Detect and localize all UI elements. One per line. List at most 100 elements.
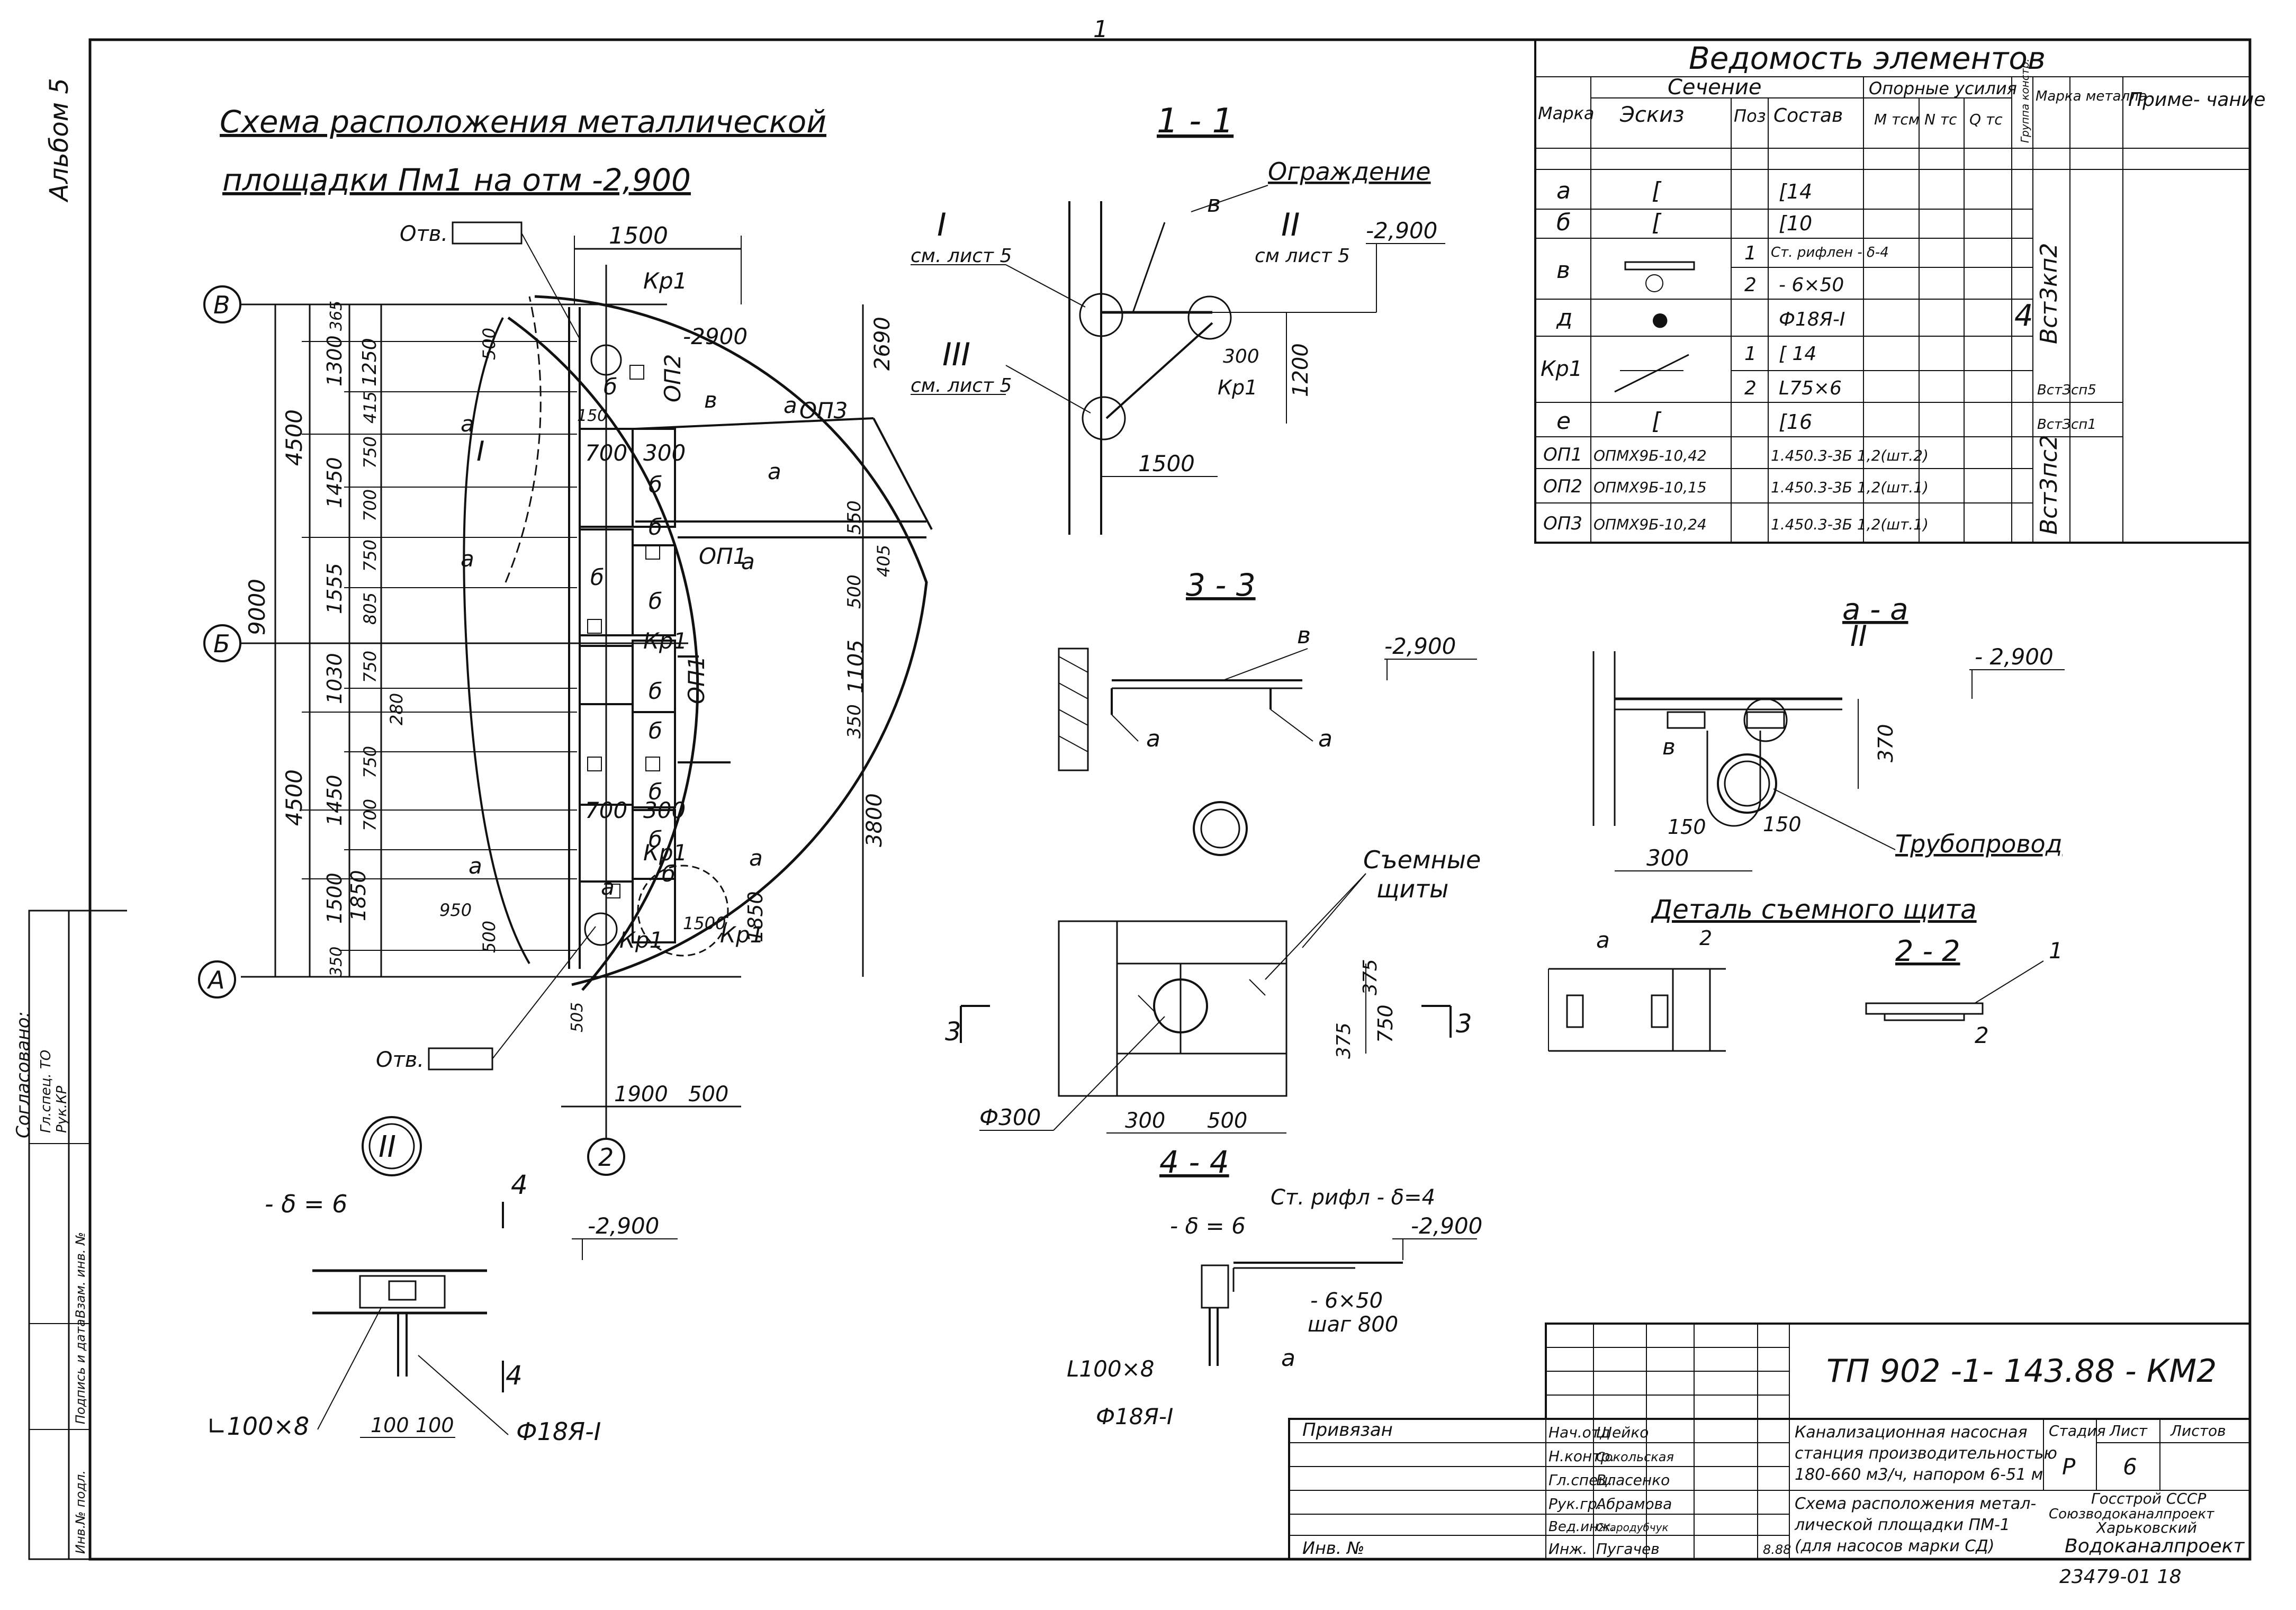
th-composition: Состав: [1773, 105, 1843, 127]
section-33-title: 3 - 3: [1186, 567, 1256, 603]
dim-1500: 1500: [323, 873, 346, 924]
row-b-sketch: [: [1652, 209, 1662, 236]
row-e-comp: [16: [1779, 410, 1812, 434]
album-label: Альбом 5: [44, 78, 74, 203]
axis-bubble-a: А: [198, 960, 236, 999]
section-11-mark-kr1: Кр1: [1218, 376, 1257, 399]
right-dim-500: 500: [844, 574, 865, 609]
dim-9000: 9000: [244, 579, 270, 635]
plan-mark-a2: а: [601, 874, 615, 900]
removable-panels: Съемные щиты 375 375 750 300 500 Ф300 3 …: [945, 846, 1481, 1134]
panels-cut-right: 3: [1456, 1009, 1472, 1039]
section-aa-dim-370: 370: [1874, 724, 1897, 762]
role-1: Нач.отд: [1548, 1424, 1610, 1441]
plan-mark-a-cut4: а: [741, 548, 755, 574]
section-aa-dim-150b: 150: [1763, 813, 1802, 836]
dim-750-b: 750: [360, 539, 380, 572]
sheet-frame: [88, 38, 2252, 1561]
th-section: Сечение: [1668, 75, 1762, 100]
plan-mark-2900: -2900: [683, 323, 748, 349]
dim-1300: 1300: [323, 335, 346, 386]
name-5: Стародубчук: [1596, 1521, 1669, 1534]
row-kr1-pos1: 1: [1744, 343, 1757, 365]
axis-label-a: А: [206, 966, 224, 994]
plan-mark-b1: б: [604, 374, 617, 400]
row-b-mark: б: [1556, 209, 1571, 236]
dim-1450-a: 1450: [323, 457, 346, 508]
section-33-mark-a1: а: [1146, 725, 1160, 752]
dim-950: 950: [439, 900, 472, 920]
row-op3-comp: 1.450.3-3Б 1,2(шт.1): [1771, 516, 1929, 533]
row-a-comp: [14: [1779, 180, 1812, 203]
row-kr1-pos2: 2: [1744, 377, 1757, 399]
table-steel-1: Вст3кп2: [2036, 243, 2063, 344]
th-f3: Q тс: [1969, 111, 2003, 128]
plan-mark-800b: 700: [585, 797, 627, 823]
section-4-4: 4 - 4 Ст. рифл - δ=4 - δ = 6 -2,900 - 6×…: [1067, 1144, 1482, 1429]
plan-mark-a-cut5: а: [749, 845, 763, 871]
row-op1-sketch: ОПМХ9Б-10,42: [1593, 447, 1707, 464]
row-v-comp2: - 6×50: [1779, 274, 1844, 296]
row-d-mark: д: [1556, 304, 1572, 331]
detail-mark-2: 2: [1699, 927, 1712, 950]
right-dim-350: 350: [844, 704, 865, 739]
table-group-value: 4: [2014, 299, 2033, 333]
otv-label-bottom: Отв.: [376, 1048, 424, 1072]
th-f1: М тсм: [1874, 111, 1920, 128]
node-II-ref: II: [379, 1130, 396, 1164]
row-e-mark: е: [1556, 408, 1571, 435]
plan-mark-b9: б: [649, 826, 662, 852]
dim-415: 415: [360, 391, 380, 424]
section-a-a: а - а II - 2,900 370 в 150 150 300 Трубо…: [1592, 592, 2065, 871]
row-a-mark: а: [1556, 177, 1571, 204]
th-mark: Марка: [1538, 103, 1594, 123]
section-44-step: шаг 800: [1308, 1312, 1398, 1337]
dim-700-b: 700: [360, 799, 380, 831]
top-dim-1500: 1500: [609, 222, 668, 249]
table-steel-3: ВстЗсп1: [2037, 417, 2096, 433]
dim-4500-bot: 4500: [281, 769, 307, 826]
section-aa-dim-300: 300: [1646, 845, 1689, 871]
section-3-3: 3 - 3 в -2,900 а а: [1058, 567, 1477, 771]
role-5: Вед.инж.: [1548, 1519, 1615, 1535]
right-dim-1850: 1850: [744, 891, 767, 942]
section-44-strip: - 6×50: [1310, 1289, 1383, 1313]
panels-label-2: щиты: [1376, 875, 1448, 903]
role-3: Гл.спец.: [1548, 1471, 1613, 1489]
section-2-2: 2 - 2 1 2: [1865, 934, 2063, 1048]
section-33-elev: -2,900: [1384, 633, 1456, 659]
name-2: Сокольская: [1596, 1450, 1674, 1464]
ref-I-note: см. лист 5: [911, 245, 1012, 267]
plan-mark-a-cut2: а: [461, 546, 474, 572]
title-block: ТП 902 -1- 143.88 - КМ2 Привязан Инв. № …: [1288, 1323, 2251, 1588]
plan-mark-kr1-d: Кр1: [619, 927, 663, 953]
stage-value: Р: [2062, 1454, 2076, 1480]
archive-number: 23479-01 18: [2059, 1566, 2182, 1588]
right-dim-1105: 1105: [844, 640, 868, 694]
axis-bubble-v: В: [203, 285, 241, 323]
row-d-comp: Ф18Я-I: [1779, 309, 1845, 330]
dim-805: 805: [360, 592, 380, 625]
table-title: Ведомость элементов: [1689, 40, 2046, 76]
section-aa-ref: II: [1850, 619, 1867, 653]
row-v-mark: в: [1556, 257, 1570, 284]
name-3: Власенко: [1596, 1471, 1670, 1489]
role-6: Инж.: [1548, 1540, 1587, 1558]
row-op2-sketch: ОПМХ9Б-10,15: [1593, 479, 1707, 496]
row-op3-sketch: ОПМХ9Б-10,24: [1593, 516, 1707, 533]
node-II-dim-100b: 100: [416, 1414, 454, 1437]
stamp-row-3: Инв.№ подл.: [73, 1470, 88, 1554]
sign-date: 8.88: [1763, 1542, 1791, 1557]
panels-label-1: Съемные: [1363, 846, 1481, 874]
dim-1555: 1555: [323, 563, 346, 614]
dim-750-a: 750: [360, 436, 380, 469]
sheet-title-1: Схема расположения метал-: [1795, 1495, 2036, 1513]
pipeline-label: Трубопровод: [1895, 830, 2063, 858]
th-note: Приме- чание: [2128, 89, 2265, 111]
org-line-1: Госстрой СССР: [2091, 1490, 2206, 1507]
sheet-title-3: (для насосов марки СД): [1795, 1537, 1994, 1555]
desc-line-2: станция производительностью: [1795, 1444, 2057, 1463]
plan-mark-b4: б: [590, 564, 604, 590]
otv-label-top: Отв.: [400, 222, 448, 246]
main-plan: Схема расположения металлической площадк…: [198, 104, 933, 1176]
